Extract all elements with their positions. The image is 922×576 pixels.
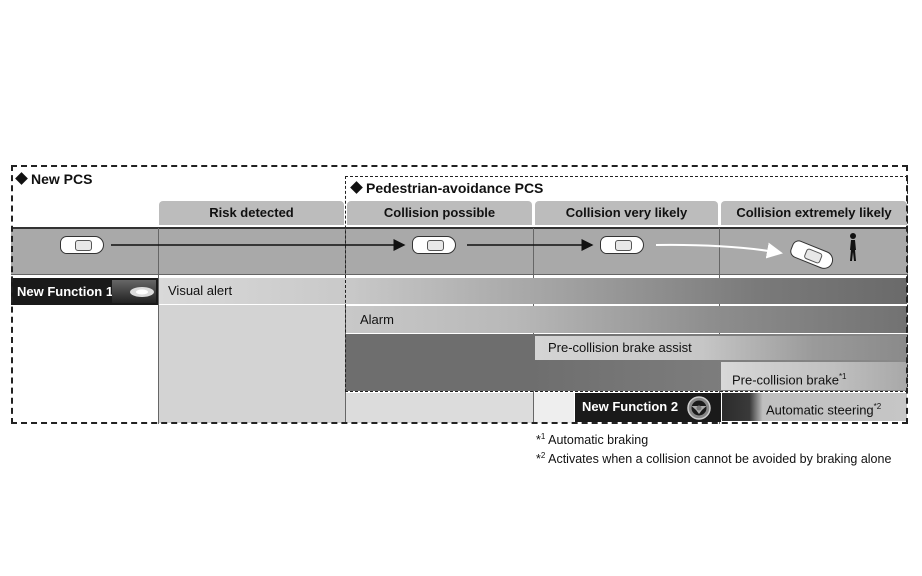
alarm-bar [346, 306, 907, 333]
windshield-display-icon [112, 280, 156, 303]
diamond-icon [350, 181, 363, 194]
pedestrian-pcs-frame [345, 176, 908, 392]
risk-column-fill [159, 305, 345, 423]
car-band [11, 227, 908, 275]
brake-assist-label: Pre-collision brake assist [548, 340, 692, 355]
footnote-2: *2 Activates when a collision cannot be … [536, 451, 892, 467]
car-icon [600, 236, 644, 254]
visual-alert-bar [159, 278, 907, 304]
car-icon [412, 236, 456, 254]
header-collision-very-likely: Collision very likely [535, 201, 718, 225]
pre-collision-brake-label: Pre-collision brake*1 [732, 372, 847, 388]
brake-assist-bar [535, 336, 907, 360]
new-function-1-label: New Function 1 [17, 284, 114, 299]
automatic-steering-bar [722, 393, 907, 421]
new-pcs-title: New PCS [15, 171, 92, 187]
automatic-steering-label: Automatic steering*2 [766, 402, 882, 418]
alarm-label: Alarm [360, 312, 394, 327]
arrow-icon [655, 242, 783, 259]
new-function-2-label: New Function 2 [582, 399, 679, 414]
header-collision-possible: Collision possible [347, 201, 532, 225]
steering-wheel-icon [687, 396, 711, 420]
pre-collision-brake-bar [721, 362, 907, 390]
car-icon [60, 236, 104, 254]
header-risk-detected: Risk detected [159, 201, 344, 225]
steering-row-fill [346, 393, 533, 423]
pedestrian-icon [850, 233, 856, 261]
footnote-1: *1 Automatic braking [536, 432, 649, 448]
steering-row-fill [534, 393, 574, 423]
trajectory [111, 239, 783, 259]
diamond-icon [15, 172, 28, 185]
header-collision-extremely-likely: Collision extremely likely [721, 201, 907, 225]
band-divider [158, 228, 159, 424]
visual-alert-label: Visual alert [168, 283, 233, 298]
pedestrian-pcs-title: Pedestrian-avoidance PCS [350, 180, 543, 196]
